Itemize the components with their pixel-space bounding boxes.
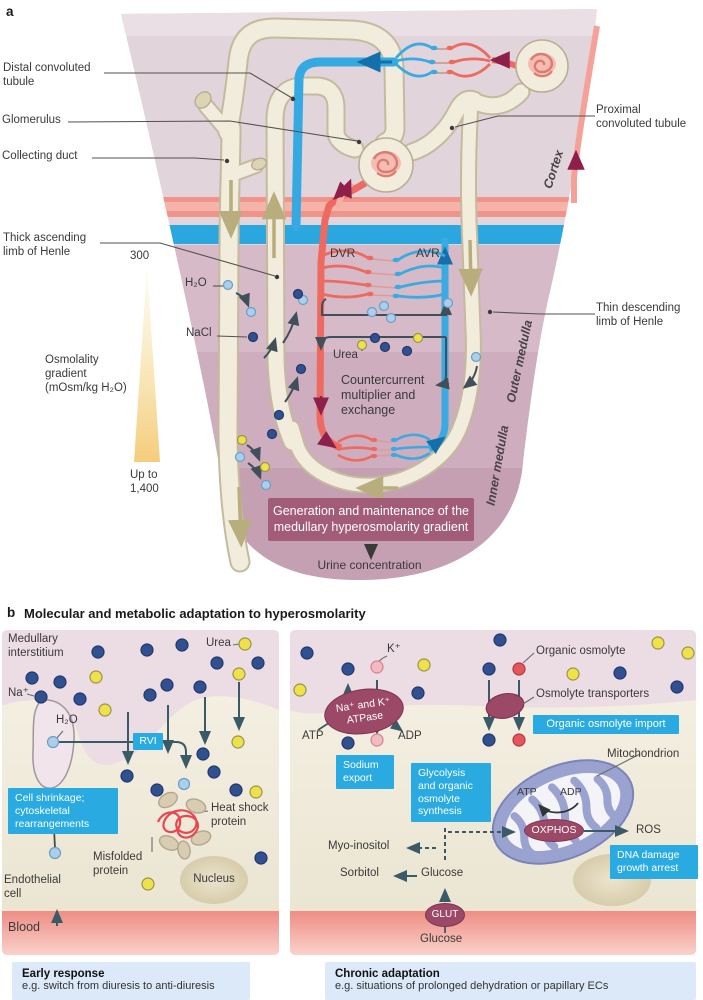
cell-shrinkage-box: Cell shrinkage; cytoskeletal rearrangeme… [8, 788, 118, 835]
glut-ellipse: GLUT [425, 903, 465, 927]
solute-dots [222, 279, 482, 491]
blood-band-right [290, 911, 696, 955]
caption-title-right: Chronic adaptation [335, 968, 440, 980]
label-urea-b: Urea [206, 637, 231, 649]
label-misfolded: Misfolded protein [93, 851, 143, 877]
label-medullary-interstitium: Medullary interstitium [8, 633, 64, 659]
label-thick-ascending: Thick ascending limb of Henle [3, 232, 87, 258]
caption-title-left: Early response [22, 968, 105, 980]
label-glucose-blood: Glucose [420, 933, 463, 945]
glomerulus-upper [515, 39, 569, 93]
label-proximal: Proximal convoluted tubule [596, 104, 687, 130]
panel-b-letter: b [7, 605, 16, 620]
label-blood: Blood [8, 920, 40, 934]
osmolyte-transporter [485, 693, 525, 719]
caption-body-right: e.g. situations of prolonged dehydration… [335, 980, 609, 992]
interstitium-region [2, 630, 279, 765]
label-sorbitol: Sorbitol [340, 867, 379, 879]
osmolality-gradient-triangle [134, 266, 160, 462]
label-myo-inositol: Myo-inositol [328, 840, 390, 852]
cell-adaptation-diagram [2, 630, 696, 955]
vasa-recta-vessels [291, 25, 600, 462]
arcuate-vein-band [121, 225, 597, 244]
label-avr: AVR [416, 246, 440, 260]
label-urine-concentration: Urine concentration [317, 558, 422, 572]
label-h2o: H₂O [185, 277, 207, 289]
panel-a-letter: a [6, 4, 14, 19]
chronic-adaptation-caption: Chronic adaptation e.g. situations of pr… [325, 962, 696, 1000]
label-glomerulus: Glomerulus [2, 114, 61, 126]
misfolded-protein-tangle [156, 809, 199, 839]
osmolyte-import-box: Organic osmolyte import [533, 715, 679, 735]
left-dots [25, 637, 268, 891]
chronic-adaptation-panel [290, 630, 696, 955]
dna-damage-box: DNA damage growth arrest [610, 845, 698, 879]
flow-arrows [218, 180, 483, 548]
glycolysis-box: Glycolysis and organic osmolyte synthesi… [411, 763, 491, 823]
sodium-export-box: Sodium export [336, 755, 394, 789]
rvi-box: RVI [133, 733, 163, 750]
caption-body-left: e.g. switch from diuresis to anti-diures… [22, 980, 215, 992]
label-k: K⁺ [387, 643, 401, 655]
label-atp-mito: ATP [517, 786, 537, 798]
label-dvr: DVR [330, 246, 356, 260]
label-ros: ROS [636, 824, 661, 836]
heat-shock-cluster [156, 791, 212, 860]
blood-band-left [2, 911, 279, 955]
gradient-top-value: 300 [130, 250, 150, 262]
kidney-medulla-diagram [67, 9, 600, 581]
leader-lines [67, 72, 595, 338]
label-atp: ATP [302, 730, 324, 742]
panel-b-title: Molecular and metabolic adaptation to hy… [24, 606, 366, 621]
exchange-arrows [235, 292, 478, 480]
early-response-caption: Early response e.g. switch from diuresis… [12, 962, 250, 1000]
label-mitochondrion: Mitochondrion [607, 748, 680, 760]
nucleus-left [180, 856, 248, 904]
label-thin-descending: Thin descending limb of Henle [596, 302, 681, 328]
right-dots [293, 633, 695, 750]
label-na: Na⁺ [8, 687, 29, 699]
label-nacl: NaCl [186, 327, 212, 339]
label-adp: ADP [398, 730, 422, 742]
label-heat-shock: Heat shock protein [211, 802, 269, 828]
label-collecting-duct: Collecting duct [2, 150, 78, 162]
gradient-bottom-value: Up to 1,400 [130, 469, 159, 495]
label-nucleus: Nucleus [193, 873, 235, 885]
label-h2o-b: H₂O [56, 714, 78, 726]
gradient-axis-label: Osmolality gradient (mOsm/kg H₂O) [45, 354, 127, 394]
label-osmolyte-transporters: Osmolyte transporters [536, 688, 650, 700]
label-countercurrent: Countercurrent multiplier and exchange [341, 373, 425, 417]
label-glucose-cell: Glucose [421, 867, 464, 879]
left-arrows [51, 682, 245, 926]
generation-maintenance-box: Generation and maintenance of the medull… [268, 498, 474, 541]
label-organic-osmolyte: Organic osmolyte [536, 645, 626, 657]
oxphos-ellipse: OXPHOS [524, 819, 584, 842]
label-adp-mito: ADP [560, 786, 582, 798]
label-endothelial-cell: Endothelial cell [4, 874, 61, 900]
label-urea-a: Urea [333, 349, 358, 361]
glomerulus-lower [358, 137, 414, 193]
label-distal-tubule: Distal convoluted tubule [3, 62, 91, 88]
